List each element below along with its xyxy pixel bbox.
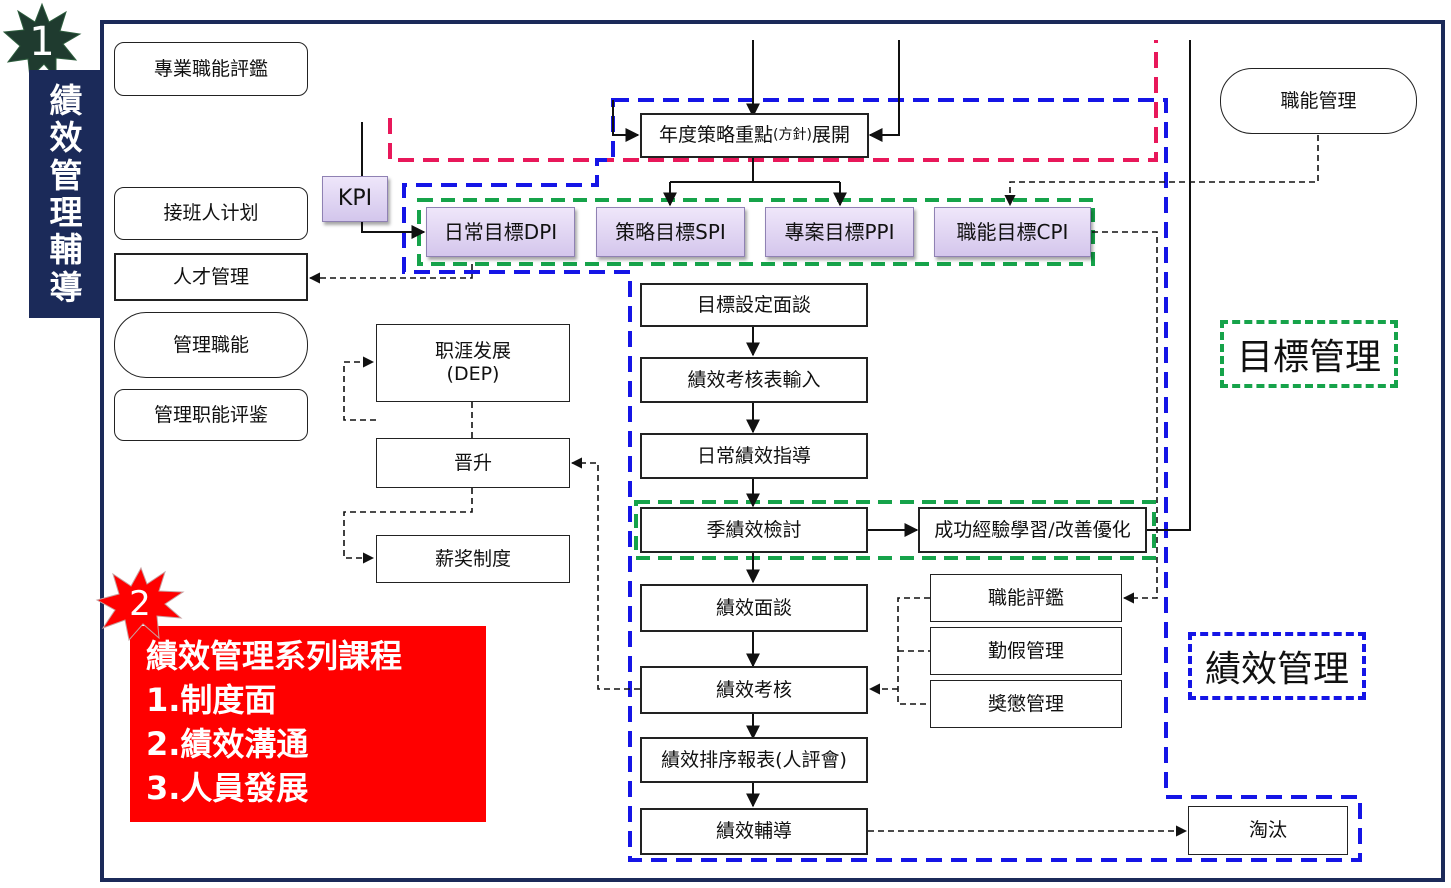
annual-strategy-small: (方針) <box>773 127 812 144</box>
annual-strategy-end: 展開 <box>811 124 850 147</box>
goal-setting-interview-box: 目標設定面談 <box>640 283 868 327</box>
goal-spi-box: 策略目標SPI <box>596 207 745 257</box>
legend-perf-mgmt-label: 績效管理 <box>1204 649 1349 690</box>
career-dev-box: 职涯发展 (DEP) <box>376 324 570 402</box>
badge-1-number: 1 <box>29 19 55 65</box>
performance-appraisal-box: 績效考核 <box>640 666 868 714</box>
performance-interview-box: 績效面談 <box>640 584 868 632</box>
cpi-to-competency-eval-dashed <box>1092 231 1158 604</box>
appraisal-input-box: 績效考核表輸入 <box>640 357 868 403</box>
career-dev-code: (DEP) <box>446 363 500 385</box>
goal-cpi-box: 職能目標CPI <box>934 207 1091 257</box>
attendance-mgmt-box: 勤假管理 <box>930 627 1122 675</box>
legend-perf-mgmt: 績效管理 <box>1188 632 1366 700</box>
left-loop-line <box>612 100 640 142</box>
mgmt-competency-box: 管理職能 <box>114 312 308 378</box>
annual-strategy-box: 年度策略重點(方針)展開 <box>640 113 869 158</box>
career-dev-label: 职涯发展 <box>434 340 511 363</box>
burst-icon <box>2 2 82 80</box>
annual-strategy-main: 年度策略重點 <box>659 124 774 147</box>
sidebar-title: 績效管理輔導 <box>29 70 103 318</box>
promotion-box: 晋升 <box>376 438 570 488</box>
kpi-box: KPI <box>322 176 388 222</box>
quarterly-review-box: 季績效檢討 <box>640 507 868 553</box>
goal-dpi-box: 日常目標DPI <box>426 207 575 257</box>
reward-penalty-box: 獎懲管理 <box>930 680 1122 728</box>
talent-mgmt-box: 人才管理 <box>114 253 308 301</box>
legend-goal-mgmt: 目標管理 <box>1220 320 1398 388</box>
success-learning-box: 成功經驗學習/改善優化 <box>918 507 1147 553</box>
right-loop-line <box>868 40 900 142</box>
performance-blue-dashed-region <box>402 98 1362 862</box>
kpi-to-dpi-line <box>361 122 426 239</box>
course-title: 績效管理系列課程 <box>146 637 403 675</box>
succession-plan-box: 接班人计划 <box>114 187 308 240</box>
badge-1: 1 <box>2 2 82 82</box>
course-item-3: 3.人員發展 <box>146 769 309 807</box>
compensation-box: 薪奖制度 <box>376 535 570 583</box>
professional-eval-box: 專業職能評鑑 <box>114 42 308 96</box>
badge-2: 2 <box>95 566 185 642</box>
success-feedback-line <box>1147 40 1191 531</box>
sidebar-title-text: 績效管理輔導 <box>49 81 83 307</box>
diagram-frame <box>100 20 1445 882</box>
elimination-box: 淘汰 <box>1188 806 1348 855</box>
mgmt-competency-eval-box: 管理职能评鉴 <box>114 389 308 441</box>
course-item-2: 2.績效溝通 <box>146 725 309 763</box>
appraisal-to-promotion-dashed <box>570 457 640 690</box>
strategy-pink-dashed-region <box>388 40 1158 162</box>
badge-2-number: 2 <box>129 584 151 624</box>
daily-coaching-box: 日常績效指導 <box>640 433 868 479</box>
burst-icon <box>95 566 185 642</box>
ranking-report-box: 績效排序報表(人評會) <box>640 737 868 783</box>
competency-mgmt-box: 職能管理 <box>1220 68 1417 134</box>
goal-ppi-box: 專案目標PPI <box>765 207 914 257</box>
course-item-1: 1.制度面 <box>146 681 277 719</box>
competency-eval-box: 職能評鑑 <box>930 574 1122 622</box>
dpi-to-talent-dashed <box>308 264 473 284</box>
legend-goal-mgmt-label: 目標管理 <box>1236 337 1381 378</box>
performance-coaching-box: 績效輔導 <box>640 808 868 855</box>
promotion-to-compensation-dashed <box>343 488 473 564</box>
competency-to-cpi-dashed <box>1004 135 1319 207</box>
course-panel: 績效管理系列課程 1.制度面 2.績效溝通 3.人員發展 <box>130 626 486 822</box>
career-loop-dashed <box>343 356 376 421</box>
